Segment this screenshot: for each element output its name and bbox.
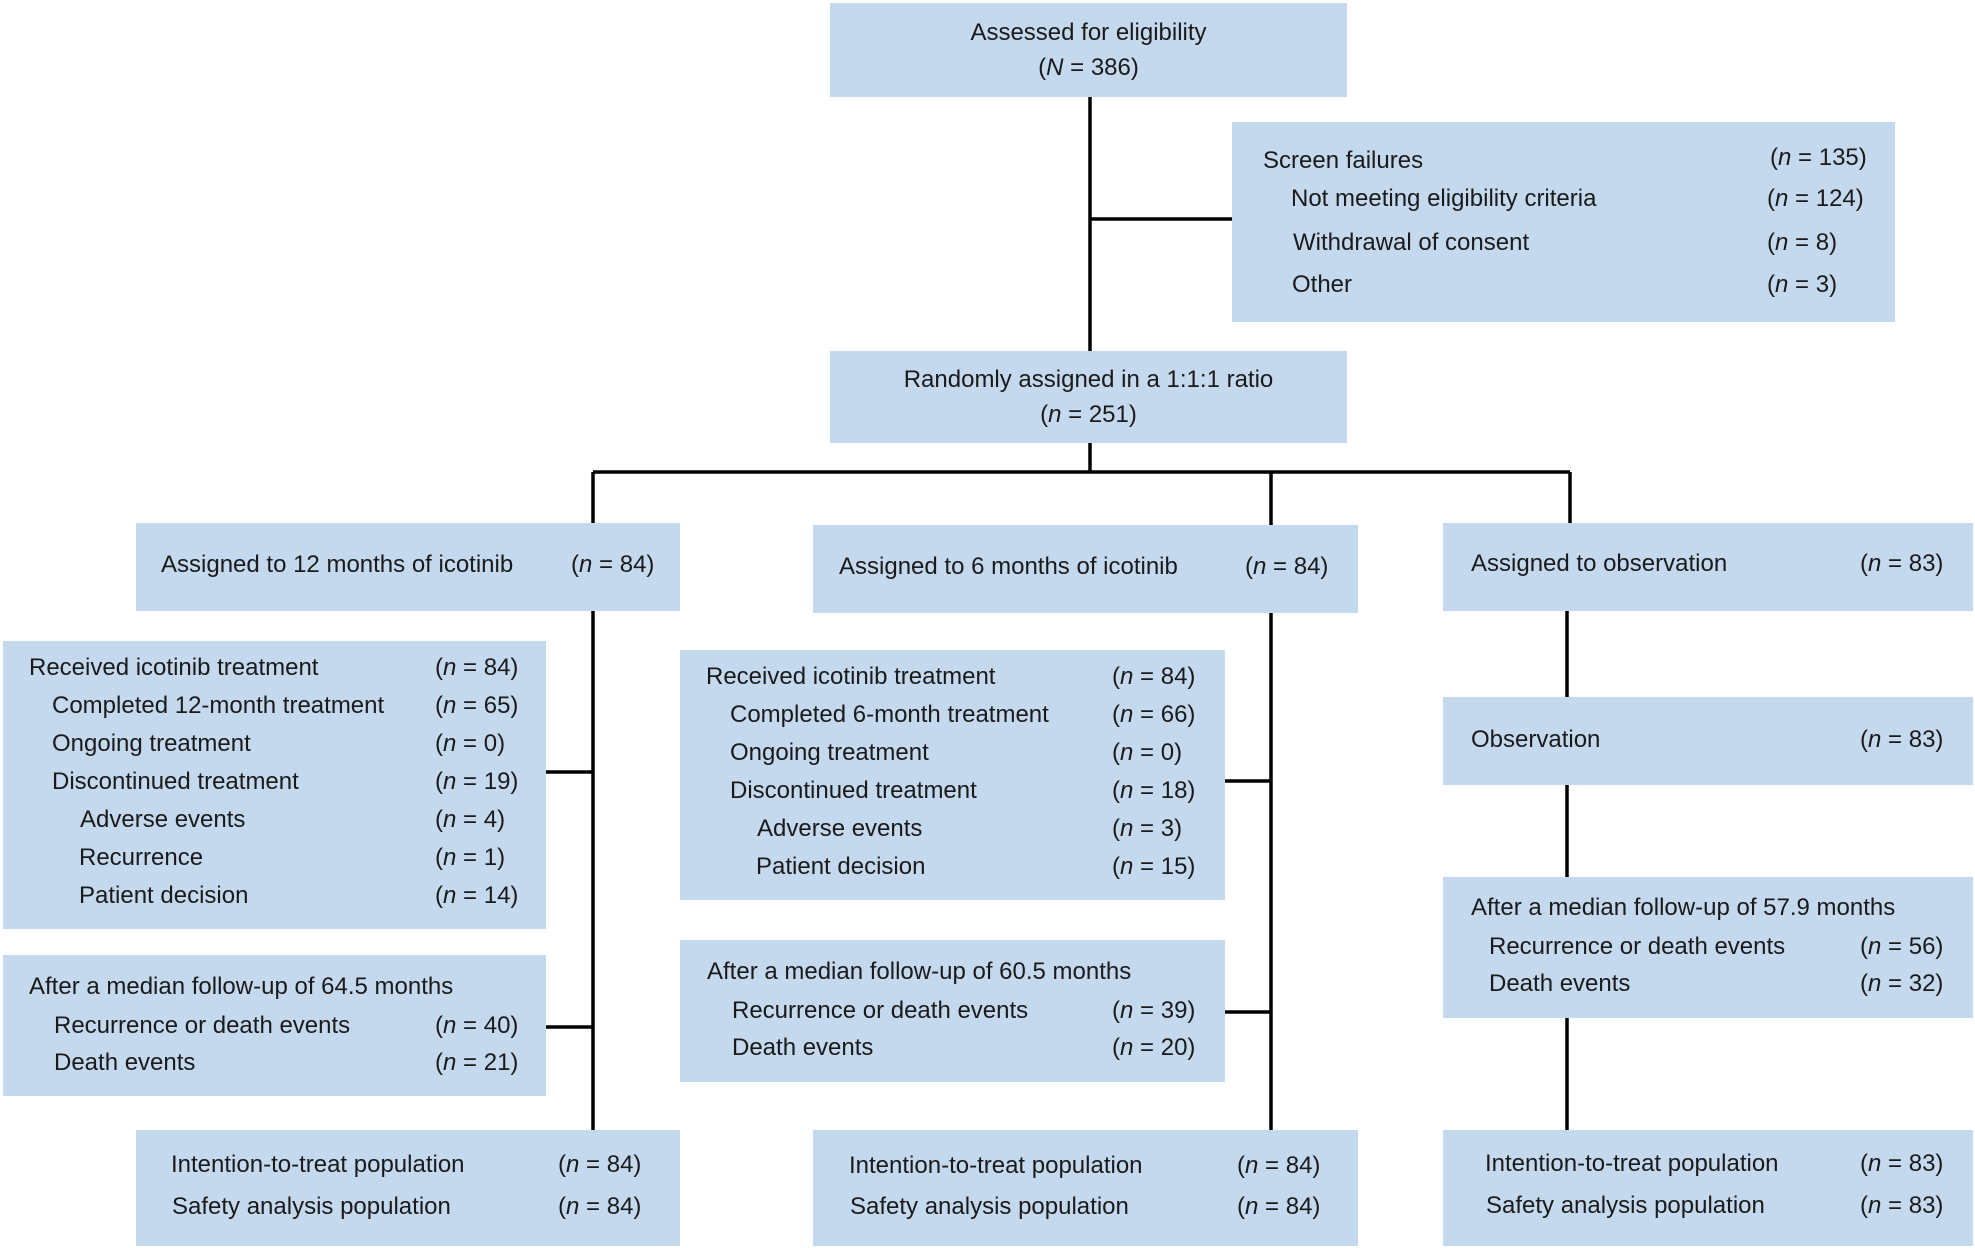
arm6-treat-row-n: (n = 18) bbox=[1112, 777, 1196, 804]
screen-row-n: (n = 124) bbox=[1767, 185, 1864, 212]
arm6-followup-box: After a median follow-up of 60.5 months … bbox=[680, 940, 1225, 1082]
randomized-box: Randomly assigned in a 1:1:1 ratio (n = … bbox=[830, 351, 1347, 443]
screen-row-label: Withdrawal of consent bbox=[1293, 229, 1530, 256]
arm12-fu-title: After a median follow-up of 64.5 months bbox=[29, 973, 454, 1000]
arm6-title: Assigned to 6 months of icotinib bbox=[839, 553, 1178, 580]
n-symbol: N bbox=[1046, 54, 1064, 81]
arm12-header-box: Assigned to 12 months of icotinib (n = 8… bbox=[136, 523, 680, 611]
armobs-fu-row-n: (n = 32) bbox=[1860, 970, 1944, 997]
arm12-fu-row: Recurrence or death events bbox=[54, 1012, 351, 1039]
armobs-pop-row-n: (n = 83) bbox=[1860, 1192, 1944, 1219]
screen-failures-title: Screen failures bbox=[1263, 147, 1424, 174]
armobs-pop-row-n: (n = 83) bbox=[1860, 1150, 1944, 1177]
armobs-fu-title: After a median follow-up of 57.9 months bbox=[1471, 894, 1896, 921]
randomized-title: Randomly assigned in a 1:1:1 ratio bbox=[903, 366, 1274, 393]
arm12-treat-row: Adverse events bbox=[80, 806, 246, 833]
arm6-treat-row: Patient decision bbox=[756, 853, 926, 880]
arm6-fu-row: Recurrence or death events bbox=[732, 997, 1029, 1024]
arm12-treatment-box: Received icotinib treatment (n = 84) Com… bbox=[3, 641, 546, 929]
arm12-treat-row-n: (n = 65) bbox=[435, 692, 519, 719]
arm12-pop-row-n: (n = 84) bbox=[558, 1151, 642, 1178]
arm12-title: Assigned to 12 months of icotinib bbox=[161, 551, 514, 578]
armobs-fu-row: Death events bbox=[1489, 970, 1631, 997]
arm6-treat-row: Adverse events bbox=[757, 815, 923, 842]
screen-row-label: Other bbox=[1292, 271, 1353, 298]
armobs-obs-n: (n = 83) bbox=[1860, 726, 1944, 753]
armobs-fu-row: Recurrence or death events bbox=[1489, 933, 1786, 960]
arm6-population-box: Intention-to-treat population (n = 84) S… bbox=[813, 1130, 1358, 1246]
arm6-fu-row: Death events bbox=[732, 1034, 874, 1061]
arm6-treat-n: (n = 84) bbox=[1112, 663, 1196, 690]
arm12-fu-row-n: (n = 21) bbox=[435, 1049, 519, 1076]
armobs-header-box: Assigned to observation (n = 83) bbox=[1443, 523, 1973, 611]
armobs-followup-box: After a median follow-up of 57.9 months … bbox=[1443, 877, 1973, 1018]
arm6-pop-row-n: (n = 84) bbox=[1237, 1193, 1321, 1220]
arm12-pop-row: Safety analysis population bbox=[172, 1193, 451, 1220]
arm12-treat-row: Ongoing treatment bbox=[52, 730, 251, 757]
assessed-count: (N = 386) bbox=[1038, 54, 1139, 81]
arm12-treat-row: Completed 12-month treatment bbox=[52, 692, 385, 719]
armobs-title: Assigned to observation bbox=[1471, 550, 1728, 577]
arm6-treat-row-n: (n = 66) bbox=[1112, 701, 1196, 728]
arm12-pop-row-n: (n = 84) bbox=[558, 1193, 642, 1220]
arm6-treatment-box: Received icotinib treatment (n = 84) Com… bbox=[680, 650, 1225, 900]
arm6-fu-row-n: (n = 20) bbox=[1112, 1034, 1196, 1061]
arm12-n: (n = 84) bbox=[571, 551, 655, 578]
arm12-treat-row-n: (n = 0) bbox=[435, 730, 506, 757]
arm12-treat-row-n: (n = 4) bbox=[435, 806, 506, 833]
arm6-treat-row: Ongoing treatment bbox=[730, 739, 929, 766]
armobs-pop-row: Intention-to-treat population bbox=[1485, 1150, 1779, 1177]
arm12-fu-row: Death events bbox=[54, 1049, 196, 1076]
arm6-treat-title: Received icotinib treatment bbox=[706, 663, 996, 690]
arm6-pop-row-n: (n = 84) bbox=[1237, 1152, 1321, 1179]
arm12-treat-row: Recurrence bbox=[79, 844, 204, 871]
armobs-n: (n = 83) bbox=[1860, 550, 1944, 577]
armobs-fu-row-n: (n = 56) bbox=[1860, 933, 1944, 960]
assessed-box: Assessed for eligibility (N = 386) bbox=[830, 3, 1347, 97]
arm12-treat-row: Patient decision bbox=[79, 882, 249, 909]
arm6-treat-row: Completed 6-month treatment bbox=[730, 701, 1049, 728]
armobs-population-box: Intention-to-treat population (n = 83) S… bbox=[1443, 1130, 1973, 1246]
arm6-fu-row-n: (n = 39) bbox=[1112, 997, 1196, 1024]
armobs-observation-box: Observation (n = 83) bbox=[1443, 697, 1973, 785]
armobs-obs-title: Observation bbox=[1471, 726, 1601, 753]
arm6-pop-row: Safety analysis population bbox=[850, 1193, 1129, 1220]
screen-failures-box: Screen failures (n = 135) Not meeting el… bbox=[1232, 122, 1895, 322]
arm6-treat-row-n: (n = 0) bbox=[1112, 739, 1183, 766]
arm6-treat-row-n: (n = 15) bbox=[1112, 853, 1196, 880]
randomized-count: (n = 251) bbox=[1040, 401, 1137, 428]
arm12-treat-row-n: (n = 19) bbox=[435, 768, 519, 795]
arm12-treat-title: Received icotinib treatment bbox=[29, 654, 319, 681]
arm6-fu-title: After a median follow-up of 60.5 months bbox=[707, 958, 1132, 985]
arm12-treat-row-n: (n = 14) bbox=[435, 882, 519, 909]
arm12-population-box: Intention-to-treat population (n = 84) S… bbox=[136, 1130, 680, 1246]
assessed-title: Assessed for eligibility bbox=[970, 19, 1207, 46]
arm6-pop-row: Intention-to-treat population bbox=[849, 1152, 1143, 1179]
screen-row-n: (n = 8) bbox=[1767, 229, 1838, 256]
arm12-followup-box: After a median follow-up of 64.5 months … bbox=[3, 955, 546, 1096]
arm6-treat-row: Discontinued treatment bbox=[730, 777, 977, 804]
screen-row-label: Not meeting eligibility criteria bbox=[1291, 185, 1597, 212]
arm12-treat-row-n: (n = 1) bbox=[435, 844, 506, 871]
arm12-pop-row: Intention-to-treat population bbox=[171, 1151, 465, 1178]
arm6-n: (n = 84) bbox=[1245, 553, 1329, 580]
assessed-n: 386 bbox=[1090, 54, 1131, 81]
arm6-header-box: Assigned to 6 months of icotinib (n = 84… bbox=[813, 525, 1358, 613]
arm12-treat-row: Discontinued treatment bbox=[52, 768, 299, 795]
arm12-treat-n: (n = 84) bbox=[435, 654, 519, 681]
screen-failures-n: (n = 135) bbox=[1770, 144, 1867, 171]
armobs-pop-row: Safety analysis population bbox=[1486, 1192, 1765, 1219]
arm12-fu-row-n: (n = 40) bbox=[435, 1012, 519, 1039]
arm6-treat-row-n: (n = 3) bbox=[1112, 815, 1183, 842]
screen-row-n: (n = 3) bbox=[1767, 271, 1838, 298]
